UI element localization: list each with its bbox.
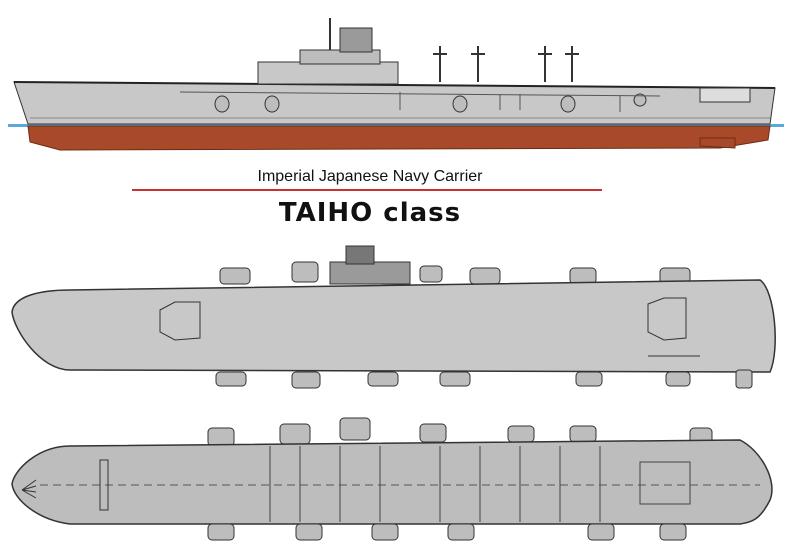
flight-deck-edge xyxy=(13,81,776,89)
aft-elevator xyxy=(647,297,687,341)
ship-class-title: TAIHO class xyxy=(278,198,462,228)
funnel-plan xyxy=(345,245,375,265)
port-sponsons xyxy=(215,369,753,389)
title-rule xyxy=(132,189,602,191)
lower-sponsons-detail xyxy=(207,523,687,541)
flight-deck xyxy=(11,279,776,373)
aft-lift-outline xyxy=(639,461,691,505)
rudder-propeller xyxy=(699,137,736,149)
radio-masts xyxy=(433,46,579,82)
gun-sponsons xyxy=(214,93,647,113)
underwater-hull xyxy=(27,125,771,151)
ship-subtitle: Imperial Japanese Navy Carrier xyxy=(257,168,483,185)
hull-detail-lines xyxy=(179,91,661,112)
bow-flag-marking xyxy=(21,479,37,499)
arrestor-wires xyxy=(269,446,601,522)
hangar-deck xyxy=(11,439,773,525)
funnel xyxy=(339,27,373,53)
forward-elevator xyxy=(159,301,201,341)
starboard-sponsons xyxy=(219,261,691,285)
forward-lift-outline xyxy=(99,459,109,511)
stern-gallery xyxy=(699,87,751,103)
